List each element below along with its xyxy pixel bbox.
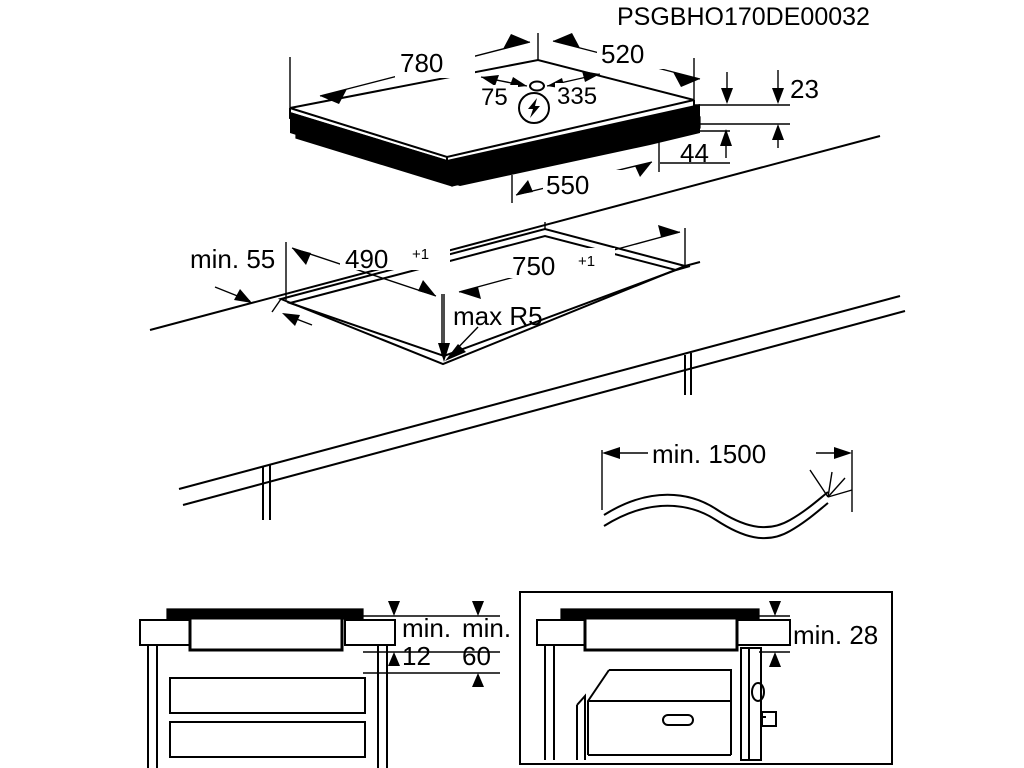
worktop-slab	[149, 135, 906, 520]
oven-hob-glass-outline	[560, 608, 760, 620]
dimension-750-label: 750	[512, 251, 555, 281]
drawer-upper	[169, 677, 366, 714]
drawing-title: PSGBHO170DE00032	[617, 3, 870, 31]
hob-isometric-view: 780 520 75	[289, 33, 819, 203]
mains-cable-view: min. 1500	[601, 438, 853, 540]
oven-worktop-right-block	[736, 619, 791, 646]
dimension-335-label: 335	[557, 83, 597, 110]
dimension-23-label: 23	[790, 74, 819, 104]
dimension-550: 550	[511, 137, 660, 203]
dimension-520: 520	[552, 33, 701, 100]
oven-knob	[751, 682, 765, 702]
electrical-connection-marker	[518, 80, 550, 124]
cutout-rim-right	[684, 261, 701, 267]
cutout-rim-right-2	[675, 265, 691, 271]
dimension-335: 335	[546, 71, 615, 110]
oven-control-column	[740, 647, 762, 761]
dimension-780: 780	[289, 33, 539, 108]
cable-wire-ends	[809, 469, 853, 498]
worktop-right-block	[344, 619, 396, 646]
dimension-520-label: 520	[601, 39, 644, 69]
dimension-min-55-label: min. 55	[190, 244, 275, 274]
dimension-750: 750 +1	[458, 222, 686, 299]
dimension-490-superscript: +1	[412, 246, 429, 263]
dimension-min-12-label-line1: min.	[402, 613, 451, 643]
hob-glass-outline	[166, 608, 364, 620]
worktop-top-edge	[149, 135, 881, 331]
cable-upper-line	[603, 491, 829, 529]
dimension-75-label: 75	[481, 84, 508, 111]
oven-screw-head	[761, 711, 777, 727]
dimension-min-60-label-line1: min.	[462, 613, 511, 643]
installation-over-drawers-view: min. 12 min. 60	[139, 601, 511, 768]
dimension-min-55: min. 55	[190, 244, 313, 326]
worktop-front-edge-lower	[182, 310, 906, 506]
dimension-490: 490 +1	[285, 240, 450, 355]
hob-dark-band	[290, 109, 694, 174]
oven-left-foot	[576, 693, 586, 760]
dimension-min-60: min. 60	[363, 601, 511, 687]
dimension-min-28-label: min. 28	[793, 620, 878, 650]
oven-body	[609, 669, 732, 755]
oven-hob-body-section	[583, 616, 739, 652]
worktop-front-edge	[178, 295, 901, 490]
dimension-max-r5: max R5	[438, 294, 543, 362]
cable-lower-line	[603, 502, 829, 540]
dimension-min-12: min. 12	[363, 601, 500, 671]
lightning-bolt-icon	[528, 98, 540, 118]
oven-handle	[662, 714, 694, 726]
dimension-44: 44	[660, 129, 732, 168]
dimension-490-label: 490	[345, 244, 388, 274]
hob-glass-section	[168, 610, 362, 618]
dimension-max-r5-label: max R5	[453, 301, 543, 331]
hob-underside-right	[451, 116, 701, 187]
dimension-44-label: 44	[680, 138, 709, 168]
dimension-75: 75	[478, 75, 528, 111]
dimension-min-12-label-line2: 12	[402, 641, 431, 671]
hob-body-section	[188, 616, 344, 652]
worktop-cutout-view: min. 55 490 +1 750 +1	[190, 222, 701, 366]
dimension-23: 23	[694, 70, 819, 148]
dimension-min-28: min. 28	[759, 601, 878, 667]
dimension-750-superscript: +1	[578, 253, 595, 270]
installation-over-oven-view: min. 28	[519, 591, 893, 765]
dimension-min-60-label-line2: 60	[462, 641, 491, 671]
drawer-lower	[169, 721, 366, 758]
dimension-min-1500-label: min. 1500	[652, 439, 766, 469]
oven-hob-glass-section	[562, 610, 758, 618]
dimension-780-label: 780	[400, 48, 443, 78]
dimension-550-label: 550	[546, 170, 589, 200]
